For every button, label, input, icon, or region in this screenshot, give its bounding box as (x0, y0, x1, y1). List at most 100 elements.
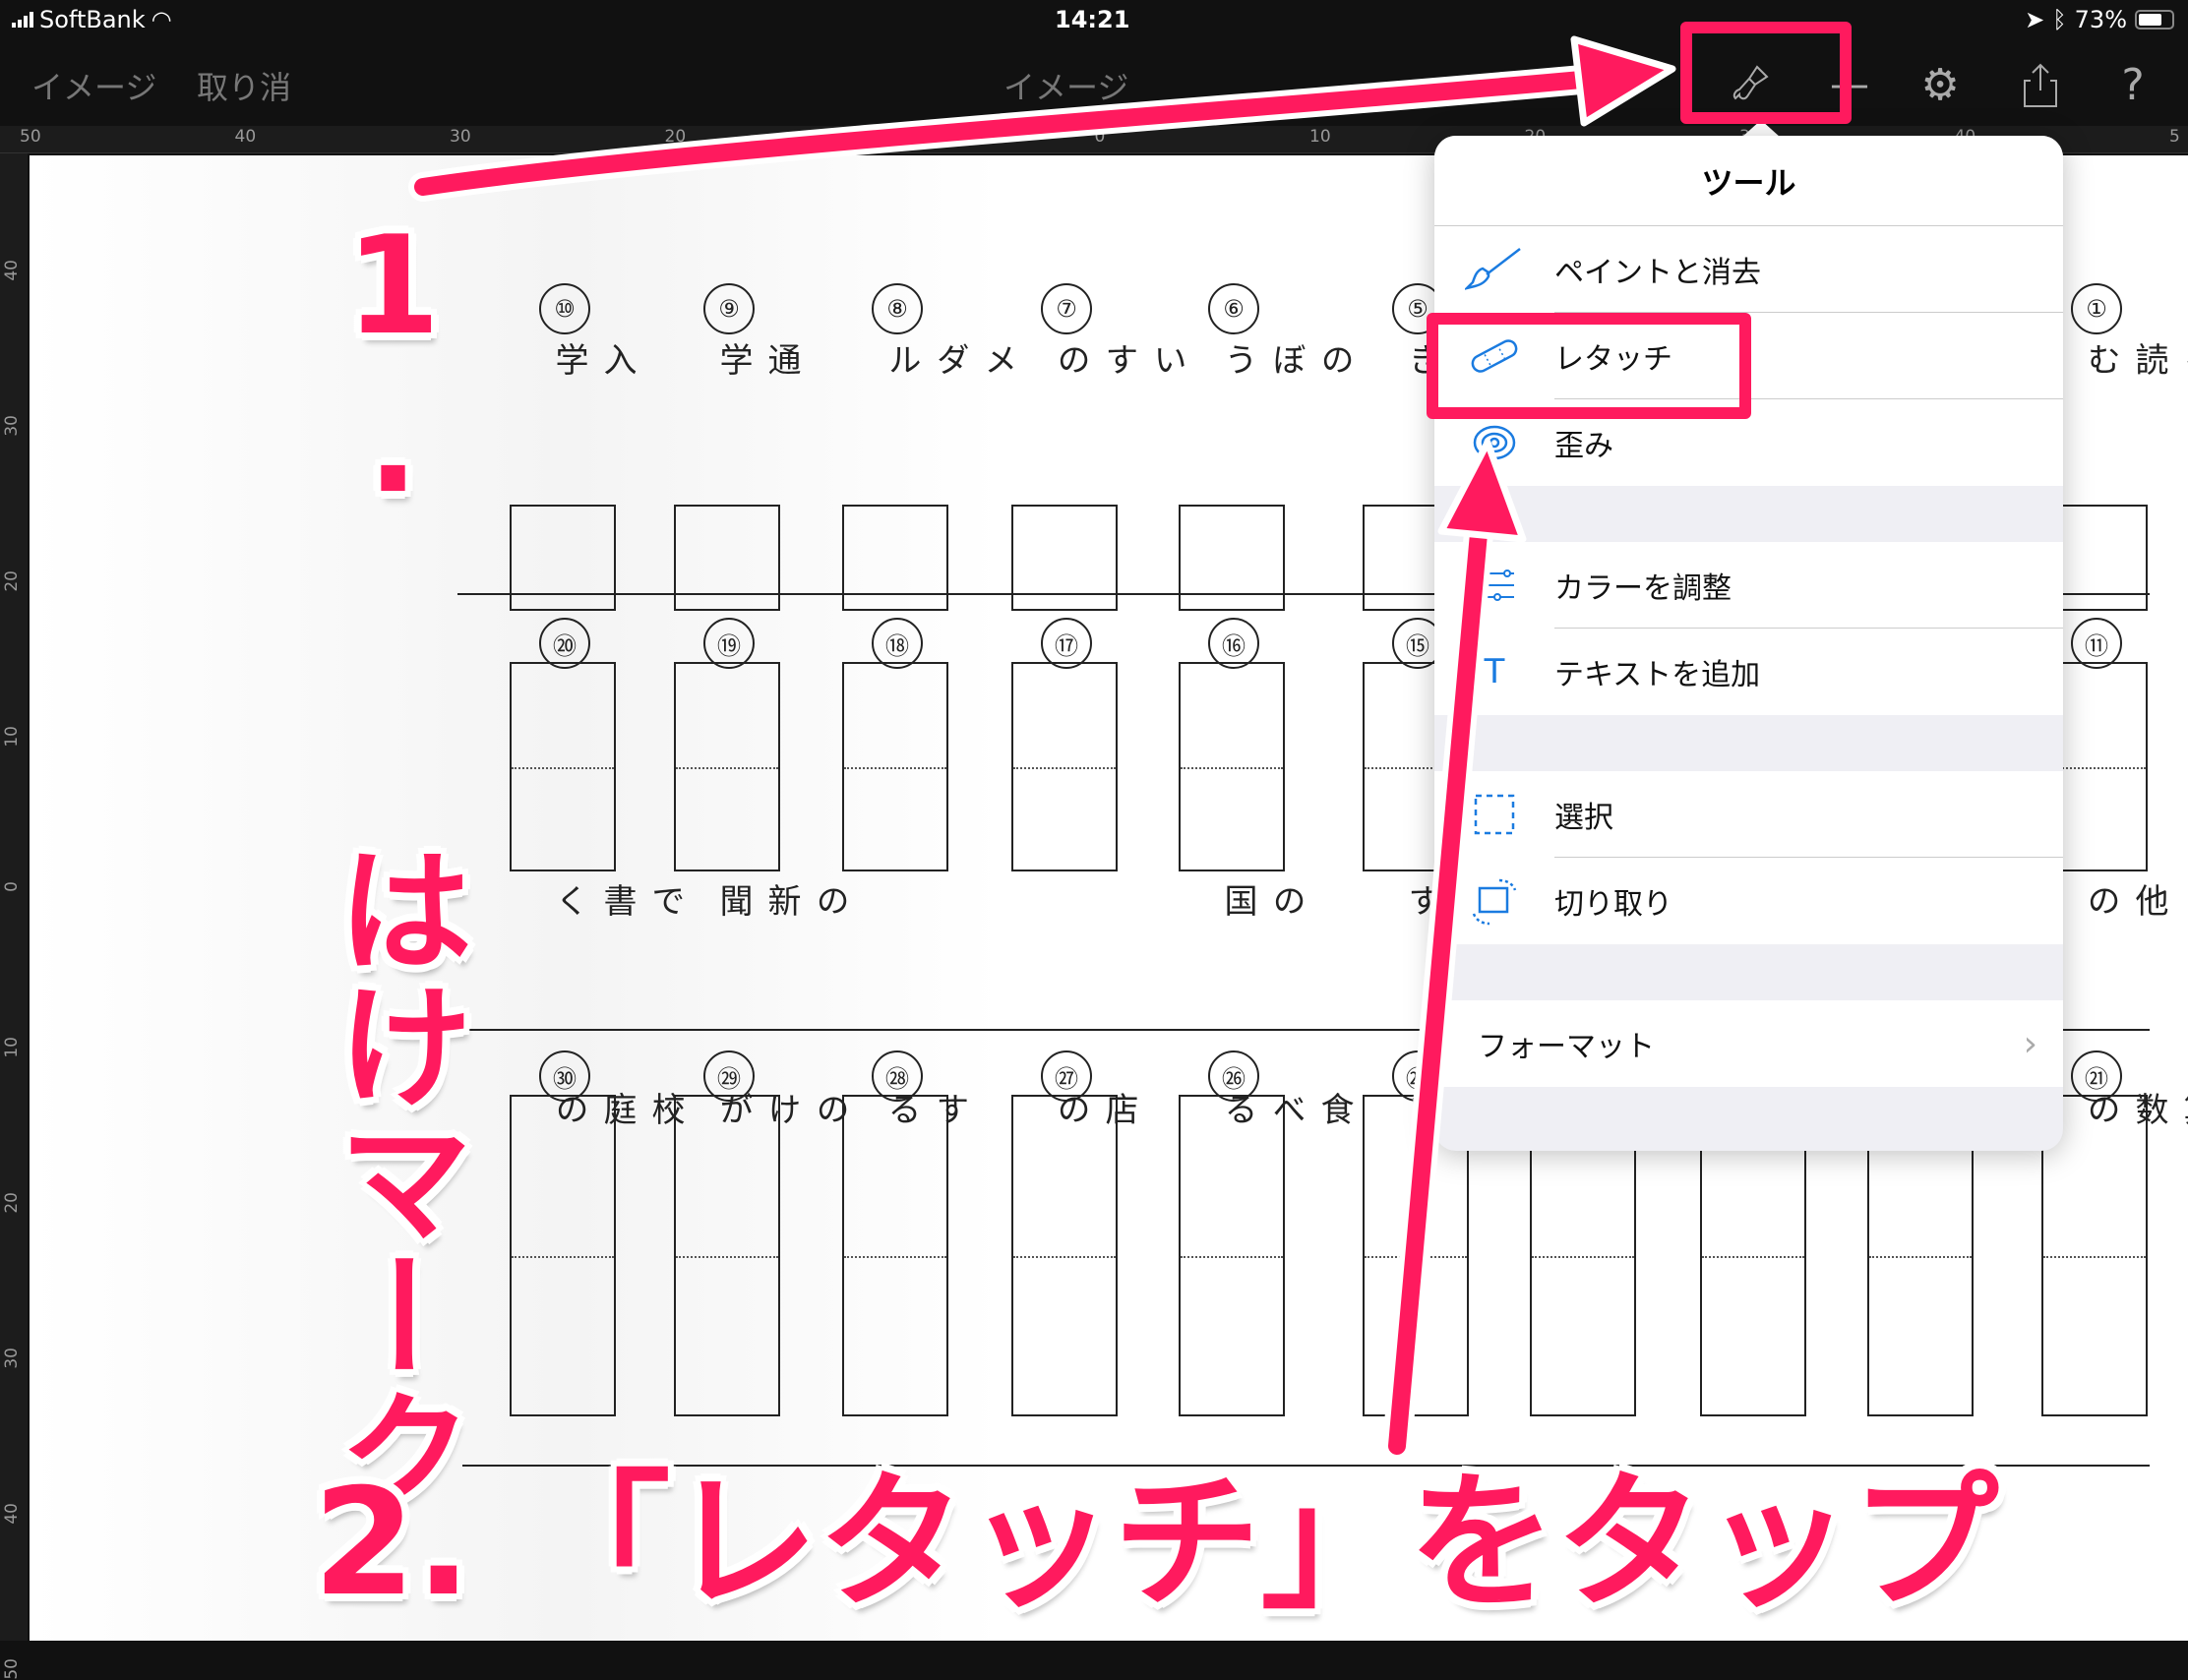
question-text: の新聞 (713, 883, 849, 919)
question-text: 算数の (2081, 1092, 2188, 1127)
battery-percent: 73% (2074, 6, 2127, 33)
tools-popover: ツール ペイントと消去 レタッチ 歪み カラーを調整 T テキストを追加 選択 … (1434, 136, 2063, 1151)
question-number: ㉖ (1208, 1050, 1259, 1102)
answer-box (1179, 1095, 1285, 1416)
ruler-tick: 40 (234, 127, 257, 147)
ruler-tick: 5 (2169, 127, 2180, 147)
question-text: で書く (549, 883, 685, 919)
chevron-right-icon: › (2023, 1023, 2037, 1064)
selection-icon (1474, 794, 1515, 835)
annotation-arrows (408, 35, 1676, 1461)
question-text: 校庭の (549, 1092, 685, 1127)
question-number: ⑦ (1041, 283, 1092, 334)
signal-icon (12, 12, 33, 28)
answer-box (1179, 662, 1285, 871)
ruler-tick: 10 (1309, 127, 1331, 147)
menu-item-format[interactable]: フォーマット › (1434, 1000, 2063, 1087)
share-icon[interactable] (2013, 57, 2068, 112)
arrow-to-brush (408, 35, 1676, 202)
location-icon: ➤ (2025, 6, 2045, 33)
clock: 14:21 (1055, 6, 1130, 33)
image-button[interactable]: イメージ (31, 69, 157, 106)
menu-item-label: カラーを調整 (1554, 571, 1732, 606)
paintbrush-tools-button[interactable] (1724, 57, 1779, 112)
carrier: SoftBank ◠ (12, 6, 172, 33)
wifi-icon: ◠ (151, 6, 172, 33)
carrier-name: SoftBank (39, 6, 146, 33)
question-number: ㉚ (539, 1050, 590, 1102)
question-text: いすの (1051, 342, 1186, 378)
answer-box (510, 1095, 616, 1416)
menu-item-label: フォーマット (1478, 1030, 1655, 1064)
divider (457, 1029, 2150, 1031)
answer-box (1011, 505, 1118, 611)
answer-box (842, 505, 948, 611)
menu-item-label: ペイントと消去 (1554, 256, 1761, 290)
question-number: ⑯ (1208, 618, 1259, 669)
question-number: ㉙ (703, 1050, 755, 1102)
bluetooth-icon: ᛒ (2052, 6, 2067, 33)
help-icon[interactable]: ? (2121, 59, 2145, 110)
step2-annotation: 2. 「レタッチ」をタップ (313, 1458, 1999, 1629)
answer-box (2041, 1095, 2148, 1416)
menu-item-crop[interactable]: 切り取り (1434, 858, 2063, 944)
menu-item-select[interactable]: 選択 (1434, 771, 2063, 858)
menu-item-label: 歪み (1554, 429, 1613, 463)
question-text: 通学 (713, 342, 801, 378)
answer-box (842, 662, 948, 871)
question-number: ㉘ (872, 1050, 923, 1102)
ruler-tick: 20 (664, 127, 687, 147)
question-number: ⑩ (539, 283, 590, 334)
menu-item-label: 切り取り (1554, 887, 1672, 922)
divider (462, 1465, 2150, 1467)
popover-arrow (1741, 120, 1781, 138)
question-number: ⑲ (703, 618, 755, 669)
ruler-tick: 30 (450, 127, 471, 147)
step1-annotation: 1. はけマーク (314, 207, 472, 1519)
popover-title: ツール (1434, 136, 2063, 226)
answer-box (510, 505, 616, 611)
answer-box (674, 505, 780, 611)
question-number: ⑧ (872, 283, 923, 334)
crop-icon (1472, 878, 1517, 926)
answer-box (1011, 1095, 1118, 1416)
undo-button[interactable]: 取り消 (197, 69, 292, 106)
brush-highlight-box (1680, 22, 1852, 124)
retouch-highlight-box (1427, 313, 1751, 419)
menu-item-label: テキストを追加 (1554, 658, 1761, 692)
answer-box (1179, 505, 1285, 611)
answer-box (842, 1095, 948, 1416)
question-number: ⑪ (2071, 618, 2122, 669)
question-number: ① (2071, 283, 2122, 334)
question-text: する (881, 1092, 969, 1127)
question-number: ⑥ (1208, 283, 1259, 334)
question-text: 食べる (1218, 1092, 1354, 1127)
question-number: ㉗ (1041, 1050, 1092, 1102)
ruler-tick: 50 (2, 1658, 22, 1680)
question-number: ⑨ (703, 283, 755, 334)
answer-box (674, 662, 780, 871)
menu-item-paint-erase[interactable]: ペイントと消去 (1434, 226, 2063, 313)
question-text: を読む (2081, 342, 2188, 378)
menu-item-add-text[interactable]: T テキストを追加 (1434, 629, 2063, 715)
question-number: ㉑ (2071, 1050, 2122, 1102)
gear-icon[interactable]: ⚙ (1920, 59, 1960, 110)
question-text: のけが (713, 1092, 849, 1127)
menu-item-adjust-color[interactable]: カラーを調整 (1434, 542, 2063, 629)
paintbrush-icon (1465, 248, 1521, 290)
status-bar: SoftBank ◠ 14:21 ➤ ᛒ 73% (0, 0, 2188, 41)
question-text: 入学 (549, 342, 637, 378)
divider (457, 593, 2150, 595)
arrow-to-retouch (1382, 439, 1527, 1461)
text-icon: T (1484, 652, 1505, 691)
question-number: ⑰ (1041, 618, 1092, 669)
menu-item-label: レタッチ (1554, 342, 1672, 377)
paintbrush-icon (1732, 65, 1769, 100)
toolbar-title: イメージ (1003, 69, 1129, 106)
question-number: ⑳ (539, 618, 590, 669)
question-number: ⑱ (872, 618, 923, 669)
question-text: のぼう (1218, 342, 1354, 378)
question-text: 店の (1051, 1092, 1138, 1127)
question-text: メダル (881, 342, 1017, 378)
